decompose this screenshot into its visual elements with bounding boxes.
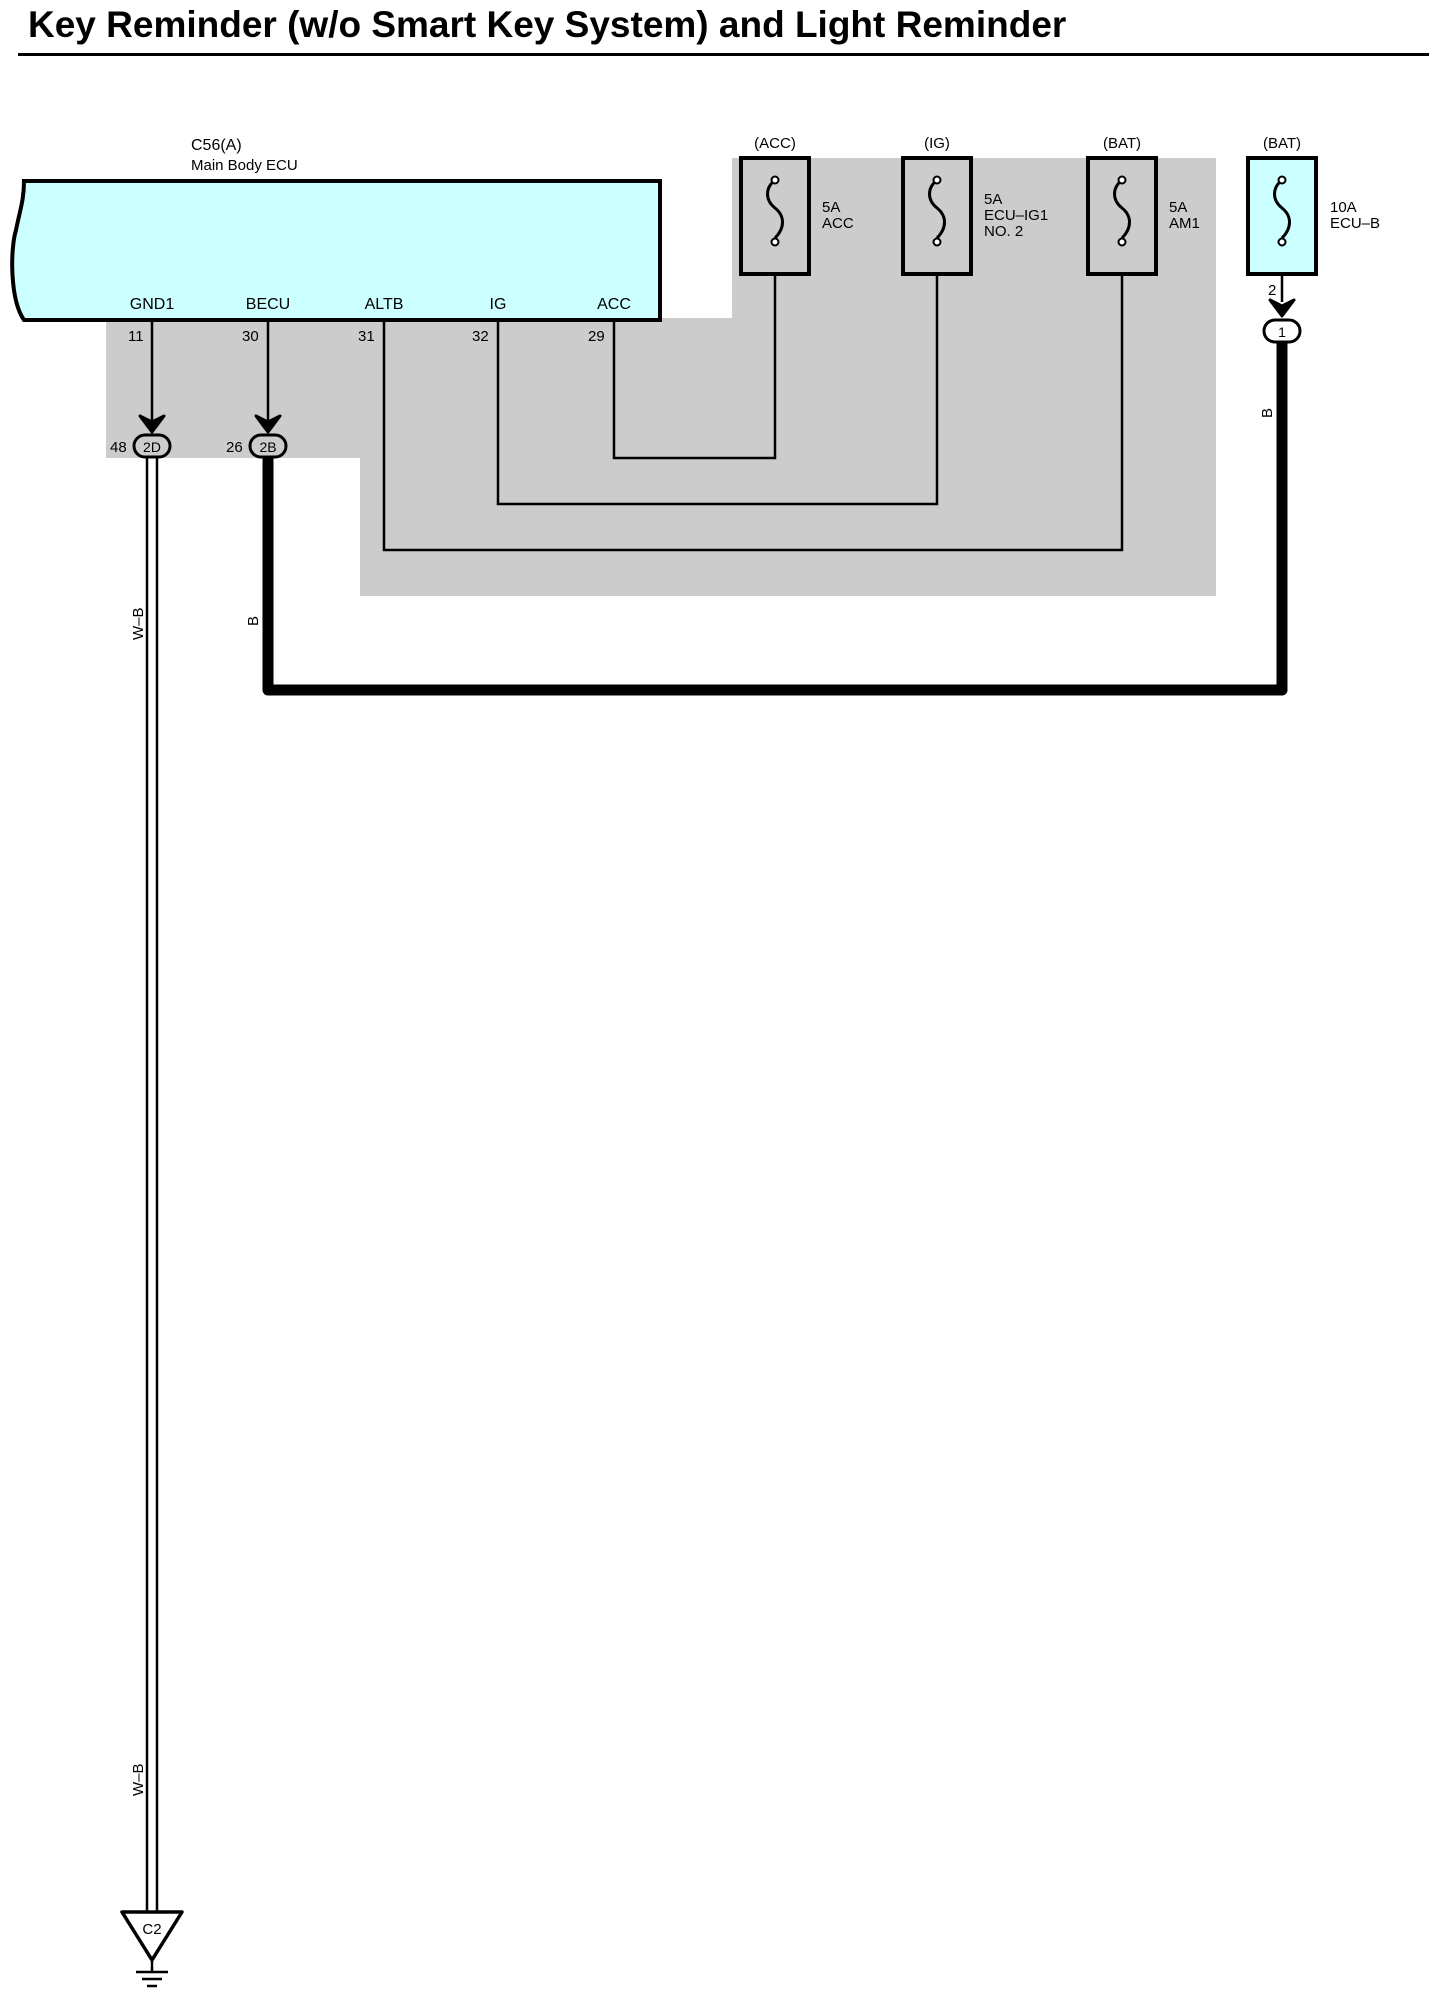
ground-icon xyxy=(136,1960,168,1988)
wire-altb xyxy=(382,242,1124,552)
wire-acc xyxy=(612,242,777,460)
fuse-ecub-pin: 2 xyxy=(1268,282,1276,299)
fuse-ig-name2: NO. 2 xyxy=(984,223,1023,240)
ground-id: C2 xyxy=(142,1921,161,1938)
fuse-ig-source: (IG) xyxy=(924,135,950,152)
pin-acc: 29 xyxy=(588,328,605,345)
fuse-ig-rating: 5A xyxy=(984,191,1002,208)
connector-2d-pin: 48 xyxy=(110,439,127,456)
arrow-2b xyxy=(254,414,282,434)
pin-altb: 31 xyxy=(358,328,375,345)
wire-color-wb-top: W–B xyxy=(130,607,147,640)
ground-triangle[interactable] xyxy=(120,1910,184,1962)
terminal-label-becu: BECU xyxy=(246,296,290,313)
fuse-ecub-rating: 10A xyxy=(1330,199,1357,216)
terminal-label-altb: ALTB xyxy=(365,296,404,313)
fuse-acc-name: ACC xyxy=(822,215,854,232)
ecu-code: C56(A) xyxy=(191,137,242,154)
connector-2d-id: 2D xyxy=(143,439,161,455)
fuse-am1-source: (BAT) xyxy=(1103,135,1141,152)
wire-b-thick xyxy=(262,342,1288,696)
wire-color-ecub: B xyxy=(1259,408,1276,418)
wire-color-becu: B xyxy=(245,616,262,626)
arrow-2d xyxy=(138,414,166,434)
fuse-ecub-source: (BAT) xyxy=(1263,135,1301,152)
pin-gnd1: 11 xyxy=(128,328,144,345)
fuse-ig-icon xyxy=(928,178,946,240)
fuse-ecub-box[interactable] xyxy=(1246,156,1318,276)
fuse-ig-box[interactable] xyxy=(901,156,973,276)
terminal-label-gnd1: GND1 xyxy=(130,296,175,313)
ecu-name: Main Body ECU xyxy=(191,157,298,174)
wire-ig xyxy=(496,242,939,506)
fuse-acc-rating: 5A xyxy=(822,199,840,216)
pin-ig: 32 xyxy=(472,328,489,345)
fuse-am1-icon xyxy=(1113,178,1131,240)
wire-wb-ground xyxy=(145,457,159,1912)
fuse-am1-box[interactable] xyxy=(1086,156,1158,276)
fuse-acc-box[interactable] xyxy=(739,156,811,276)
terminal-label-ig: IG xyxy=(490,296,507,313)
fuse-ig-name: ECU–IG1 xyxy=(984,207,1048,224)
fuse-ecub-name: ECU–B xyxy=(1330,215,1380,232)
arrow-1 xyxy=(1268,298,1296,318)
fuse-acc-icon xyxy=(766,178,784,240)
fuse-acc-source: (ACC) xyxy=(754,135,796,152)
ecu-body[interactable] xyxy=(10,179,662,322)
connector-2b-pin: 26 xyxy=(226,439,243,456)
connector-1-id: 1 xyxy=(1278,324,1286,340)
page-title: Key Reminder (w/o Smart Key System) and … xyxy=(28,4,1067,45)
fuse-am1-name: AM1 xyxy=(1169,215,1200,232)
fuse-ecub-icon xyxy=(1273,178,1291,240)
terminal-label-acc: ACC xyxy=(597,296,631,313)
pin-becu: 30 xyxy=(242,328,259,345)
connector-2d[interactable] xyxy=(132,433,172,459)
wire-color-wb-bottom: W–B xyxy=(130,1763,147,1796)
fuse-am1-rating: 5A xyxy=(1169,199,1187,216)
title-rule xyxy=(18,53,1429,56)
connector-2b-id: 2B xyxy=(259,439,276,455)
